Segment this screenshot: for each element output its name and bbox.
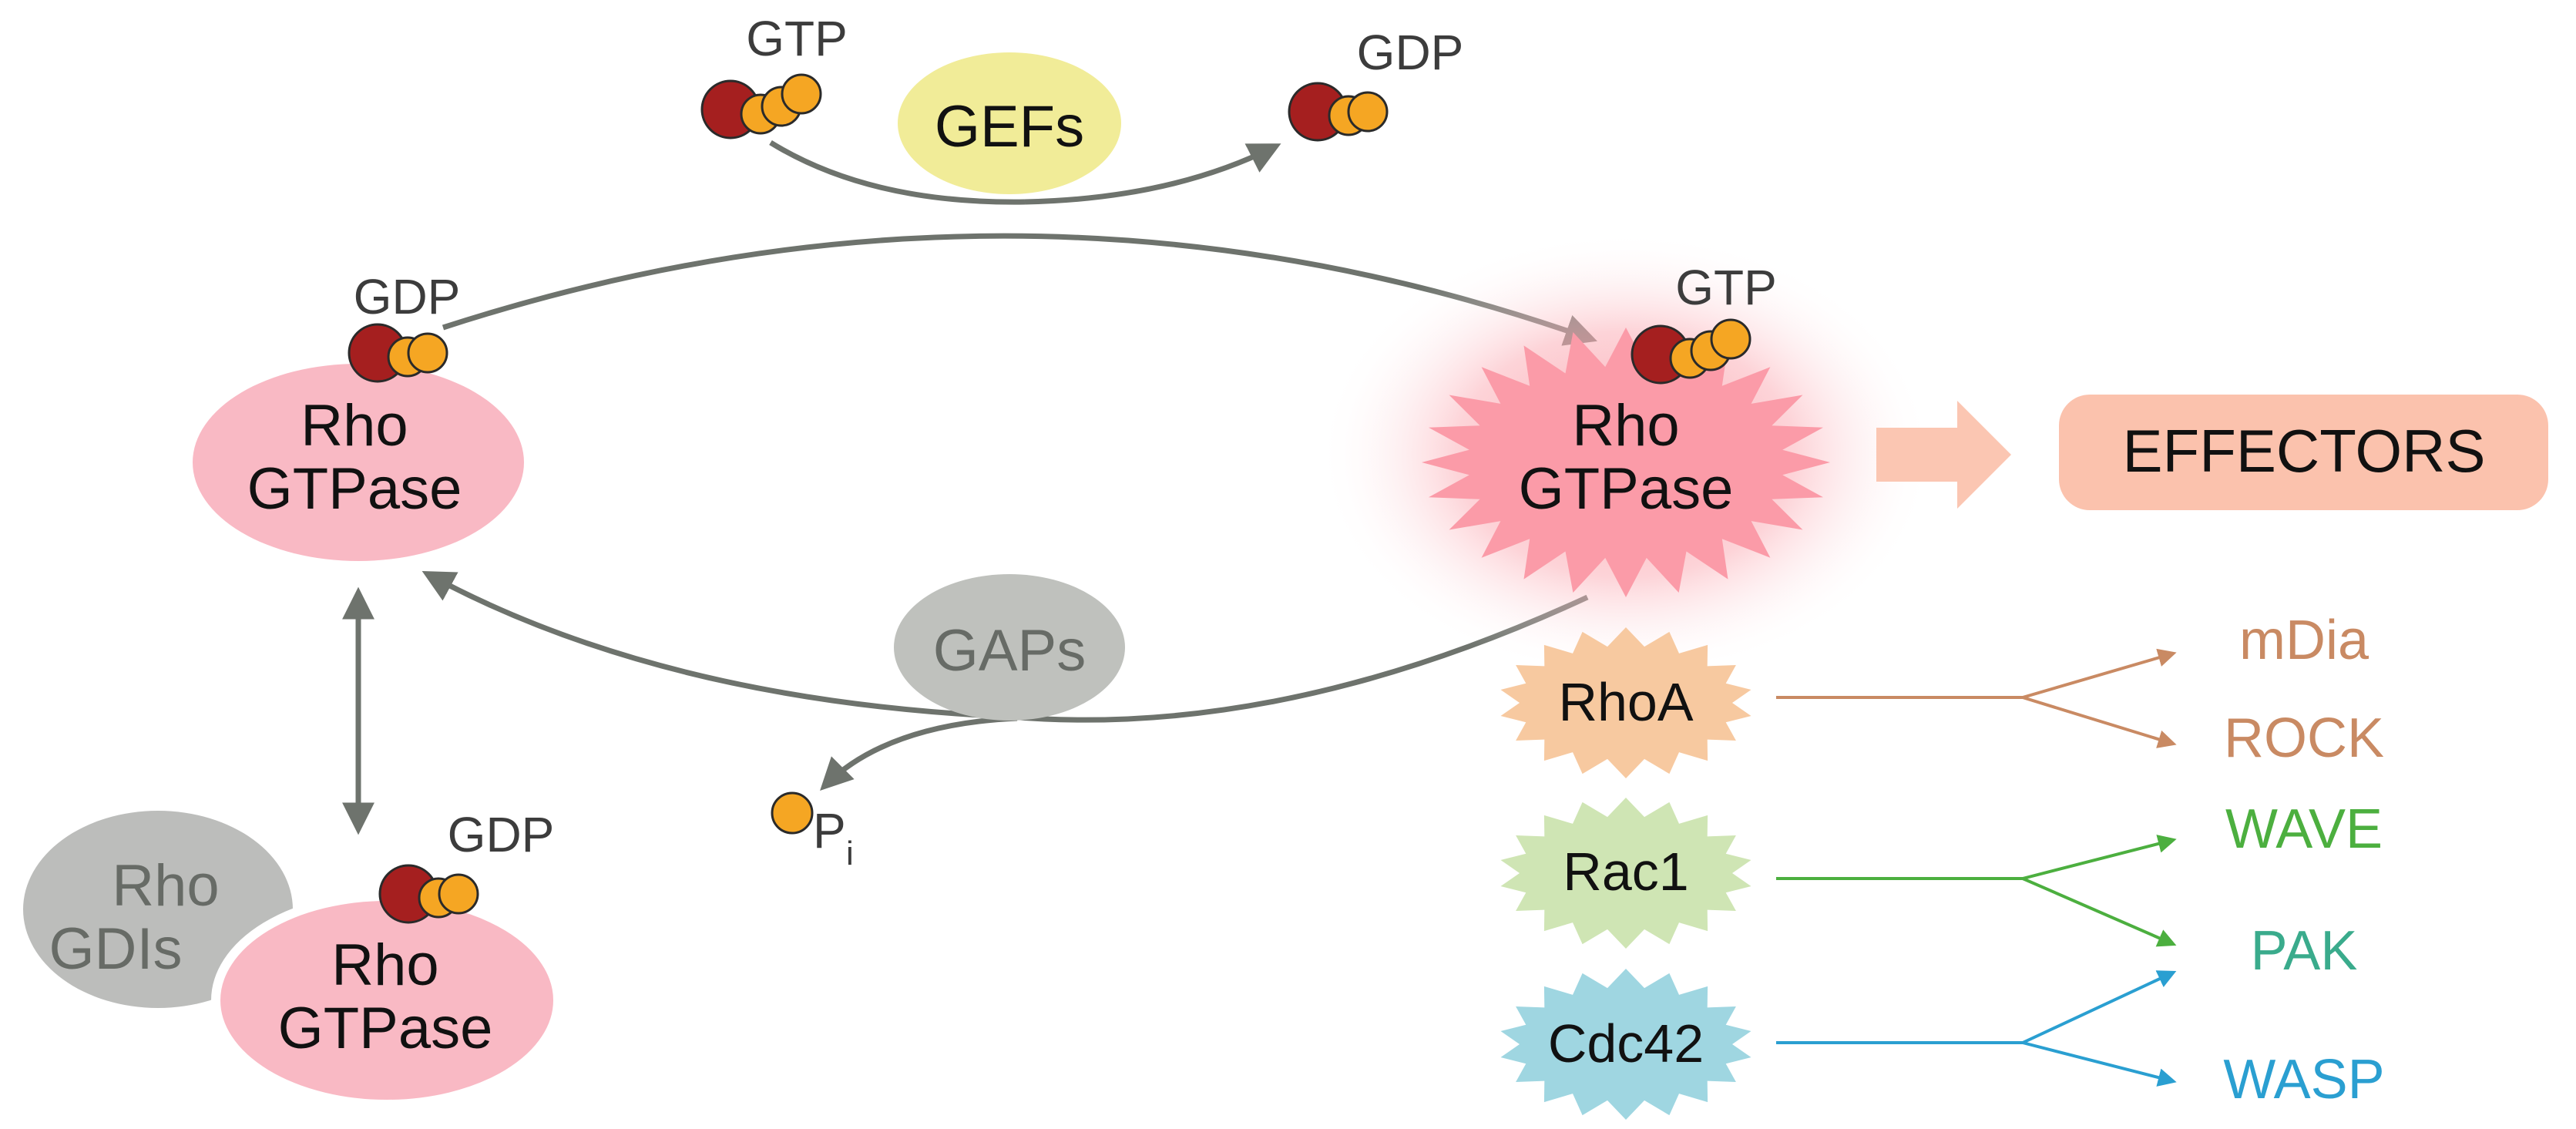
active-gtp-molecule xyxy=(1631,318,1751,385)
effectors-arrow xyxy=(1876,401,2011,509)
rhoa-to-mdia-arrow xyxy=(2022,648,2177,699)
rhoa-to-rock-arrow xyxy=(2022,696,2177,748)
effectors-box xyxy=(2059,395,2548,510)
rhoa-label: RhoA xyxy=(1558,672,1693,732)
free-gdp-molecule xyxy=(1288,82,1389,142)
cdc42-to-wasp-arrow xyxy=(2022,1041,2177,1087)
gdis-rho-label: Rho xyxy=(112,853,219,919)
free-gdp-label: GDP xyxy=(1357,25,1464,80)
gdi-bound-gdp-molecule xyxy=(378,864,479,924)
pi-subscript: i xyxy=(846,835,854,872)
active-rho-label: Rho xyxy=(1572,393,1679,459)
rock-label: ROCK xyxy=(2224,707,2384,769)
activation-arrow xyxy=(442,233,1597,346)
gtp-in-arrow xyxy=(769,140,1026,205)
cdc42-to-pak-arrow xyxy=(2022,970,2177,1044)
gdi-bound-rho-label: Rho xyxy=(331,932,438,998)
gaps-ellipse xyxy=(894,574,1125,721)
inactive-gdp-molecule xyxy=(348,323,448,383)
rac1-to-wave-arrow xyxy=(2022,835,2177,880)
cdc42-burst xyxy=(1500,969,1751,1120)
active-gtpase-label: GTPase xyxy=(1519,456,1734,522)
pak-label: PAK xyxy=(2251,920,2358,982)
inactive-rho-label: Rho xyxy=(301,393,408,459)
rhoa-burst xyxy=(1500,627,1751,778)
pi-release-arrow xyxy=(820,715,1018,791)
effectors-label: EFFECTORS xyxy=(2123,417,2486,485)
inactive-rho-gtpase xyxy=(193,364,524,561)
pi-molecule xyxy=(771,791,814,835)
gdi-bound-gtpase-label: GTPase xyxy=(278,996,493,1061)
wave-label: WAVE xyxy=(2225,798,2383,860)
gefs-ellipse xyxy=(898,52,1121,194)
rac1-label: Rac1 xyxy=(1563,842,1688,902)
rac1-to-pak-arrow xyxy=(2022,877,2177,947)
inactive-gtpase-label: GTPase xyxy=(247,456,462,522)
cdc42-label: Cdc42 xyxy=(1548,1013,1704,1074)
gdp-out-arrow xyxy=(1024,143,1281,205)
gefs-label: GEFs xyxy=(935,94,1084,160)
rac1-burst xyxy=(1500,798,1751,949)
gdi-bound-gdp-label: GDP xyxy=(448,807,555,862)
wasp-label: WASP xyxy=(2223,1049,2384,1111)
gdis-label: GDIs xyxy=(49,916,182,982)
pi-label: P xyxy=(813,803,846,859)
free-gtp-label: GTP xyxy=(746,11,848,66)
free-gtp-molecule xyxy=(700,73,822,139)
active-gtp-label: GTP xyxy=(1675,260,1777,315)
mdia-label: mDia xyxy=(2239,610,2369,671)
inactive-gdp-label: GDP xyxy=(354,269,461,324)
active-rho-gtpase xyxy=(1422,328,1830,597)
gaps-label: GAPs xyxy=(933,618,1086,684)
